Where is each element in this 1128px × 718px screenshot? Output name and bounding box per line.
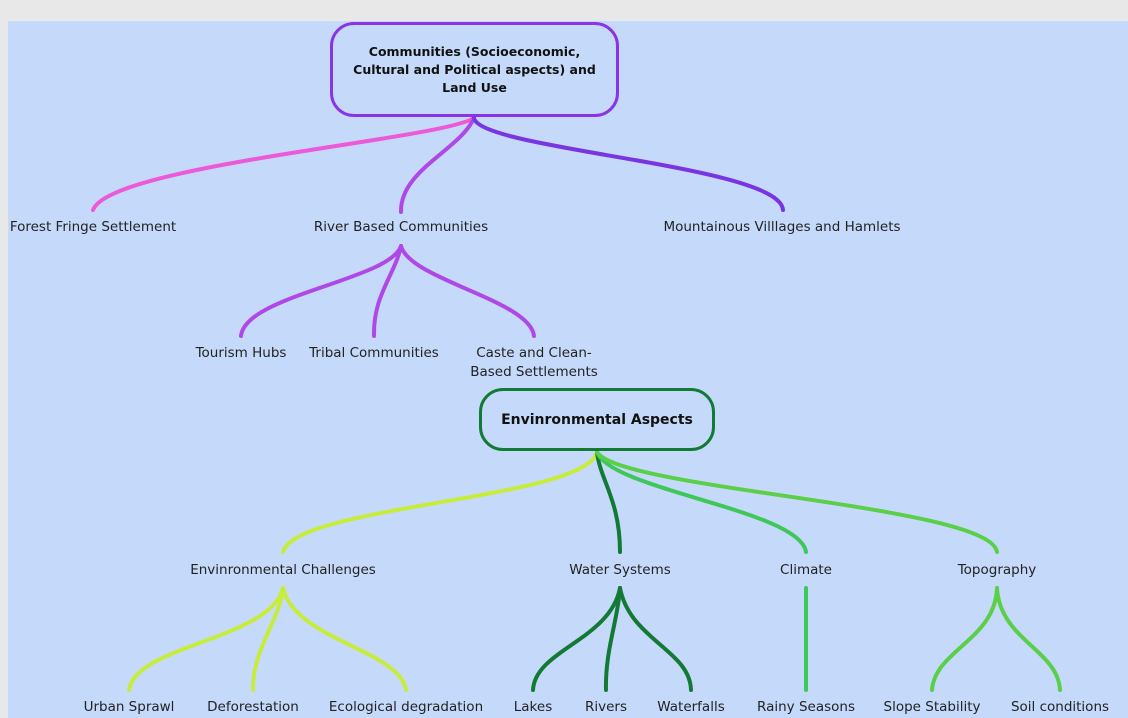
connector-root-mountain	[472, 116, 785, 212]
connector-env-climate	[595, 450, 808, 554]
node-urban-sprawl[interactable]: Urban Sprawl	[83, 699, 175, 715]
node-topography[interactable]: Topography	[957, 562, 1037, 578]
connector-env-challenges	[281, 450, 599, 554]
node-ecological-degradation[interactable]: Ecological degradation	[328, 699, 484, 715]
root-topic-node[interactable]: Communities (Socioeconomic, Cultural and…	[330, 22, 619, 117]
connector-env-topography	[595, 450, 999, 554]
connector-water-rivers	[603, 586, 622, 692]
connector-challenges-degradation	[281, 586, 408, 692]
node-waterfalls[interactable]: Waterfalls	[657, 699, 725, 715]
connector-topography-slope	[930, 586, 999, 692]
connector-root-river	[398, 116, 476, 214]
connector-water-lakes	[531, 586, 622, 692]
node-tourism-hubs[interactable]: Tourism Hubs	[195, 345, 287, 361]
connector-water-waterfalls	[618, 586, 693, 692]
node-river-based-communities[interactable]: River Based Communities	[313, 219, 489, 235]
connector-challenges-urban	[127, 586, 285, 692]
diagram-canvas	[8, 21, 1128, 718]
node-rivers[interactable]: Rivers	[584, 699, 628, 715]
node-deforestation[interactable]: Deforestation	[207, 699, 299, 715]
node-lakes[interactable]: Lakes	[513, 699, 553, 715]
environment-topic-label: Envinronmental Aspects	[501, 411, 693, 428]
connector-river-caste	[399, 244, 536, 338]
node-water-systems[interactable]: Water Systems	[569, 562, 671, 578]
node-climate[interactable]: Climate	[780, 562, 832, 578]
node-environmental-challenges[interactable]: Envinronmental Challenges	[190, 562, 376, 578]
node-tribal-communities[interactable]: Tribal Communities	[309, 345, 439, 361]
connector-topography-soil	[995, 586, 1062, 692]
root-topic-label: Communities (Socioeconomic, Cultural and…	[353, 43, 596, 95]
connector-env-water	[595, 450, 622, 554]
connector-challenges-deforestation	[250, 586, 285, 692]
environment-topic-node[interactable]: Envinronmental Aspects	[479, 388, 715, 451]
node-mountainous-villages[interactable]: Mountainous Villlages and Hamlets	[663, 219, 901, 235]
node-forest-fringe-settlement[interactable]: Forest Fringe Settlement	[9, 219, 177, 235]
node-soil-conditions[interactable]: Soil conditions	[1010, 699, 1110, 715]
node-caste-settlements[interactable]: Caste and Clean-Based Settlements	[470, 345, 598, 380]
connector-river-tourism	[239, 244, 403, 338]
connector-river-tribal	[371, 244, 403, 338]
node-slope-stability[interactable]: Slope Stability	[883, 699, 981, 715]
node-rainy-seasons[interactable]: Rainy Seasons	[757, 699, 855, 715]
connector-root-forest	[91, 116, 476, 212]
